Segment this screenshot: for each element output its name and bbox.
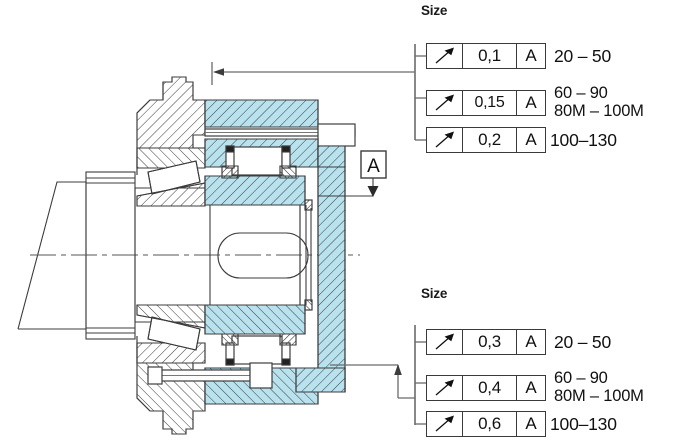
- tolerance-row-upper-2[interactable]: 0,15 A 60 – 90 80M – 100M: [426, 84, 644, 120]
- size-range-label-line2: 80M – 100M: [554, 386, 644, 405]
- tapered-roller-bearing-upper: [136, 147, 206, 207]
- upper-bus-stubs: [415, 55, 426, 141]
- tapered-roller-bearing-lower: [136, 304, 206, 364]
- housing-detail-lines: [137, 147, 205, 364]
- cover-bolt: [204, 123, 356, 147]
- runout-arrow-icon: [427, 375, 463, 400]
- shaft-slot: [217, 232, 309, 279]
- runout-arrow-icon: [427, 128, 463, 152]
- runout-arrow-icon: [427, 90, 463, 115]
- tolerance-row-lower-1[interactable]: 0,3 A 20 – 50: [426, 329, 611, 355]
- datum-reference: A: [525, 414, 537, 433]
- tolerance-row-upper-1[interactable]: 0,1 A 20 – 50: [426, 43, 611, 69]
- feature-control-frame[interactable]: 0,6 A: [426, 411, 546, 437]
- size-range-label: 60 – 90: [554, 84, 608, 102]
- lower-bus-stubs: [415, 341, 426, 425]
- feature-control-frame[interactable]: 0,2 A: [426, 127, 546, 153]
- datum-reference: A: [525, 377, 537, 397]
- seal-ring-column: [299, 199, 313, 311]
- feature-control-frame[interactable]: 0,3 A: [426, 329, 546, 355]
- highlight-top-cover: [204, 99, 319, 128]
- upper-callout-leader: [211, 62, 415, 85]
- tolerance-row-lower-3[interactable]: 0,6 A 100–130: [426, 411, 617, 437]
- feature-control-frame[interactable]: 0,4 A: [426, 374, 546, 401]
- lower-leader-arrow-icon: [394, 364, 402, 375]
- tolerance-row-lower-2[interactable]: 0,4 A 60 – 90 80M – 100M: [426, 369, 644, 405]
- size-range-label: 100–130: [550, 129, 617, 150]
- cylindrical-roller-bearing-lower: [221, 332, 297, 366]
- datum-reference: A: [525, 92, 537, 112]
- lower-stud-pin: [147, 362, 273, 389]
- size-range-label: 60 – 90: [554, 369, 608, 387]
- datum-triangle-icon: [367, 186, 379, 197]
- size-range-label: 100–130: [550, 413, 617, 434]
- cylindrical-roller-bearing-upper: [221, 145, 297, 179]
- upper-leader-arrow-icon: [213, 68, 224, 76]
- runout-arrow-icon: [427, 330, 463, 354]
- tolerance-value: 0,6: [463, 412, 517, 436]
- datum-a-label: A: [367, 156, 380, 177]
- runout-arrow-icon: [427, 412, 463, 436]
- runout-arrow-icon: [427, 44, 463, 68]
- datum-reference: A: [525, 130, 537, 149]
- highlight-outer-housing-wall: [295, 145, 346, 393]
- size-range-label: 20 – 50: [554, 331, 611, 352]
- size-range-label-line2: 80M – 100M: [554, 101, 644, 120]
- tolerance-value: 0,2: [463, 128, 517, 152]
- tolerance-row-upper-3[interactable]: 0,2 A 100–130: [426, 127, 617, 153]
- feature-control-frame[interactable]: 0,15 A: [426, 89, 546, 116]
- datum-reference: A: [525, 332, 537, 351]
- tolerance-value: 0,3: [463, 330, 517, 354]
- tolerance-value: 0,15: [463, 90, 517, 115]
- datum-reference: A: [525, 46, 537, 65]
- size-range-label: 20 – 50: [554, 45, 611, 66]
- highlight-lower-inner-ring: [204, 304, 306, 335]
- tolerance-value: 0,1: [463, 44, 517, 68]
- tolerance-value: 0,4: [463, 375, 517, 400]
- highlight-upper-inner-ring: [204, 175, 306, 206]
- lower-size-title: Size: [421, 286, 448, 301]
- feature-control-frame[interactable]: 0,1 A: [426, 43, 546, 69]
- datum-a-box: [360, 150, 387, 179]
- upper-size-title: Size: [421, 3, 448, 18]
